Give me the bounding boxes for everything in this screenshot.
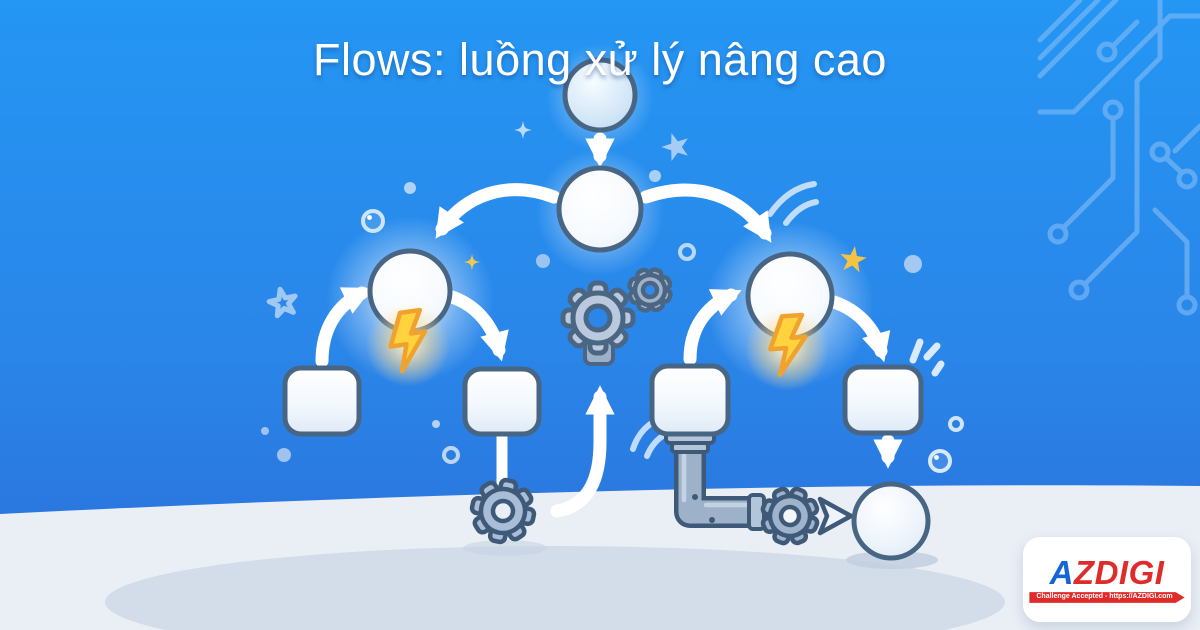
- arrow-gear-loop-up: [550, 385, 615, 518]
- task-square-d: [842, 364, 924, 436]
- ring: [442, 446, 460, 464]
- circuit-traces-icon: [1037, 0, 1200, 316]
- ring: [678, 243, 696, 261]
- arrow-hub-to-left: [435, 183, 561, 239]
- task-square-b: [462, 366, 542, 437]
- logo-brand-zdigi: ZDIGI: [1073, 554, 1165, 592]
- dot: [536, 254, 550, 268]
- pipe-icon: [664, 428, 766, 531]
- arrow-hub-to-right: [639, 183, 772, 243]
- dot: [904, 255, 922, 273]
- task-square-c: [649, 363, 731, 437]
- flow-arrows: [315, 132, 903, 518]
- dot: [261, 427, 269, 435]
- star-icon: [658, 128, 693, 163]
- gear-icon: [760, 486, 820, 546]
- bubble-icon: [361, 209, 952, 473]
- arrow-left-circle-to-squareB: [445, 290, 509, 362]
- gear-icon: [627, 267, 673, 313]
- chevron-arrow-icon: [817, 496, 854, 536]
- floor: [0, 485, 1200, 630]
- decorations: [261, 121, 964, 473]
- logo-brand: AZDIGI: [1050, 556, 1165, 589]
- sparkle-icon: [514, 121, 532, 139]
- logo-brand-a: A: [1049, 554, 1074, 592]
- floor-shadow: [105, 546, 1005, 630]
- dot: [277, 448, 291, 462]
- result-sphere: [851, 481, 931, 561]
- arrow-squareA-to-left-circle: [315, 286, 373, 368]
- burst-dashes: [909, 338, 945, 377]
- gear-icon: [469, 477, 537, 545]
- azdigi-logo: AZDIGI Challenge Accepted - https://AZDI…: [1023, 537, 1191, 622]
- ring: [948, 416, 964, 432]
- task-square-a: [282, 365, 362, 437]
- dot: [649, 170, 661, 182]
- gear-icon: [560, 280, 636, 356]
- hub-circle: [556, 165, 644, 253]
- start-circle: [562, 57, 638, 133]
- logo-tagline: Challenge Accepted - https://AZDIGI.com: [1029, 592, 1184, 603]
- arrow-squareC-to-right-circle: [683, 288, 742, 366]
- dot: [432, 420, 440, 428]
- lightning-group: [366, 303, 829, 391]
- star-icon: [267, 287, 298, 317]
- arrow-right-circle-to-squareD: [827, 295, 891, 363]
- dot: [404, 182, 416, 194]
